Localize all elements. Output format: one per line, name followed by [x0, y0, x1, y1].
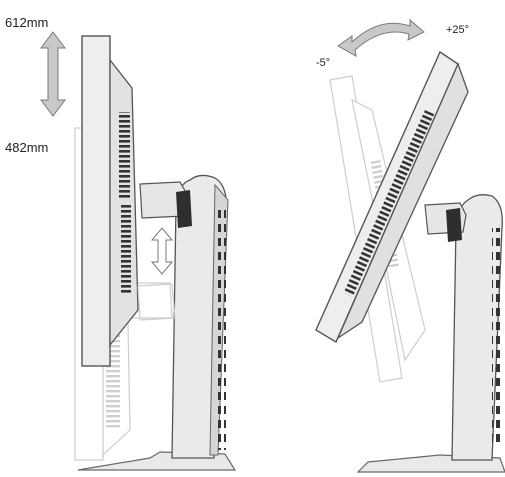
height-adjustment-figure: 612mm 482mm: [5, 15, 237, 471]
height-min-label: 482mm: [5, 140, 48, 155]
monitor-tilted-forward: [315, 50, 469, 344]
hinge-travel-arrow: [150, 227, 174, 275]
stand-hinge-right: [424, 202, 467, 242]
tilt-adjustment-figure: -5° +25°: [315, 18, 505, 473]
height-range-arrow: [40, 31, 66, 117]
stand-column: [171, 174, 229, 459]
stand-hinge: [139, 181, 192, 228]
hinge-lowered-ghost: [137, 283, 176, 321]
height-max-label: 612mm: [5, 15, 48, 30]
tilt-range-arrow: [337, 18, 425, 57]
monitor-raised: [81, 35, 139, 367]
tilt-back-label: -5°: [316, 57, 330, 69]
tilt-forward-label: +25°: [446, 24, 469, 36]
